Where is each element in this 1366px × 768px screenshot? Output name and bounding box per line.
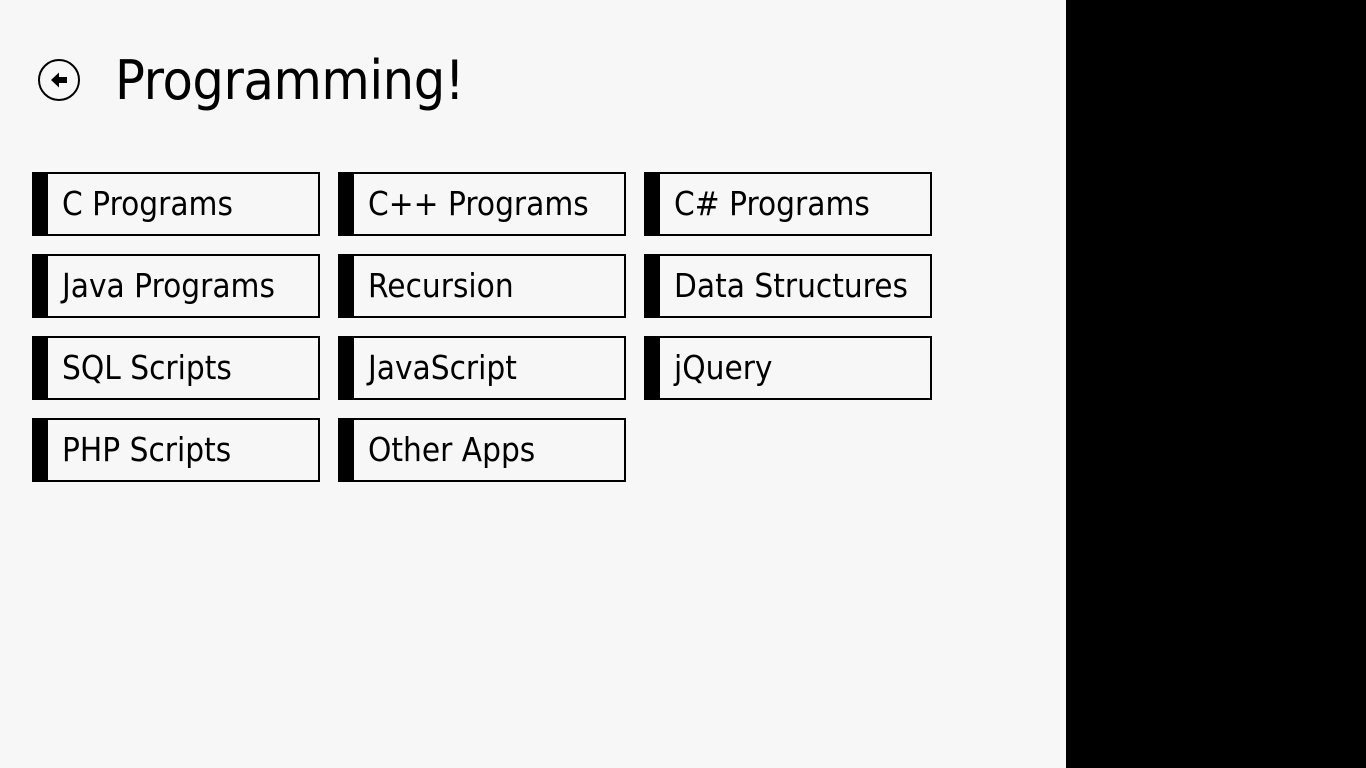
side-panel [1066,0,1366,768]
tile-label: C Programs [62,184,233,223]
tile-javascript[interactable]: JavaScript [338,336,626,400]
tile-cpp-programs[interactable]: C++ Programs [338,172,626,236]
tile-label: Other Apps [368,430,536,469]
tile-label: PHP Scripts [62,430,232,469]
tile-java-programs[interactable]: Java Programs [32,254,320,318]
tile-label: C# Programs [674,184,870,223]
tile-label: Data Structures [674,266,908,305]
tile-php-scripts[interactable]: PHP Scripts [32,418,320,482]
tile-recursion[interactable]: Recursion [338,254,626,318]
tile-label: SQL Scripts [62,348,232,387]
tile-csharp-programs[interactable]: C# Programs [644,172,932,236]
tile-label: Recursion [368,266,514,305]
tile-label: C++ Programs [368,184,589,223]
tile-data-structures[interactable]: Data Structures [644,254,932,318]
back-button[interactable] [38,59,80,101]
tile-label: jQuery [674,348,773,387]
tile-label: Java Programs [62,266,275,305]
tile-jquery[interactable]: jQuery [644,336,932,400]
tile-label: JavaScript [368,348,517,387]
app-window: Programming! C Programs C++ Programs C# … [0,0,1066,768]
tile-c-programs[interactable]: C Programs [32,172,320,236]
tile-sql-scripts[interactable]: SQL Scripts [32,336,320,400]
back-arrow-icon [51,72,67,88]
tile-other-apps[interactable]: Other Apps [338,418,626,482]
page-title: Programming! [115,49,465,112]
